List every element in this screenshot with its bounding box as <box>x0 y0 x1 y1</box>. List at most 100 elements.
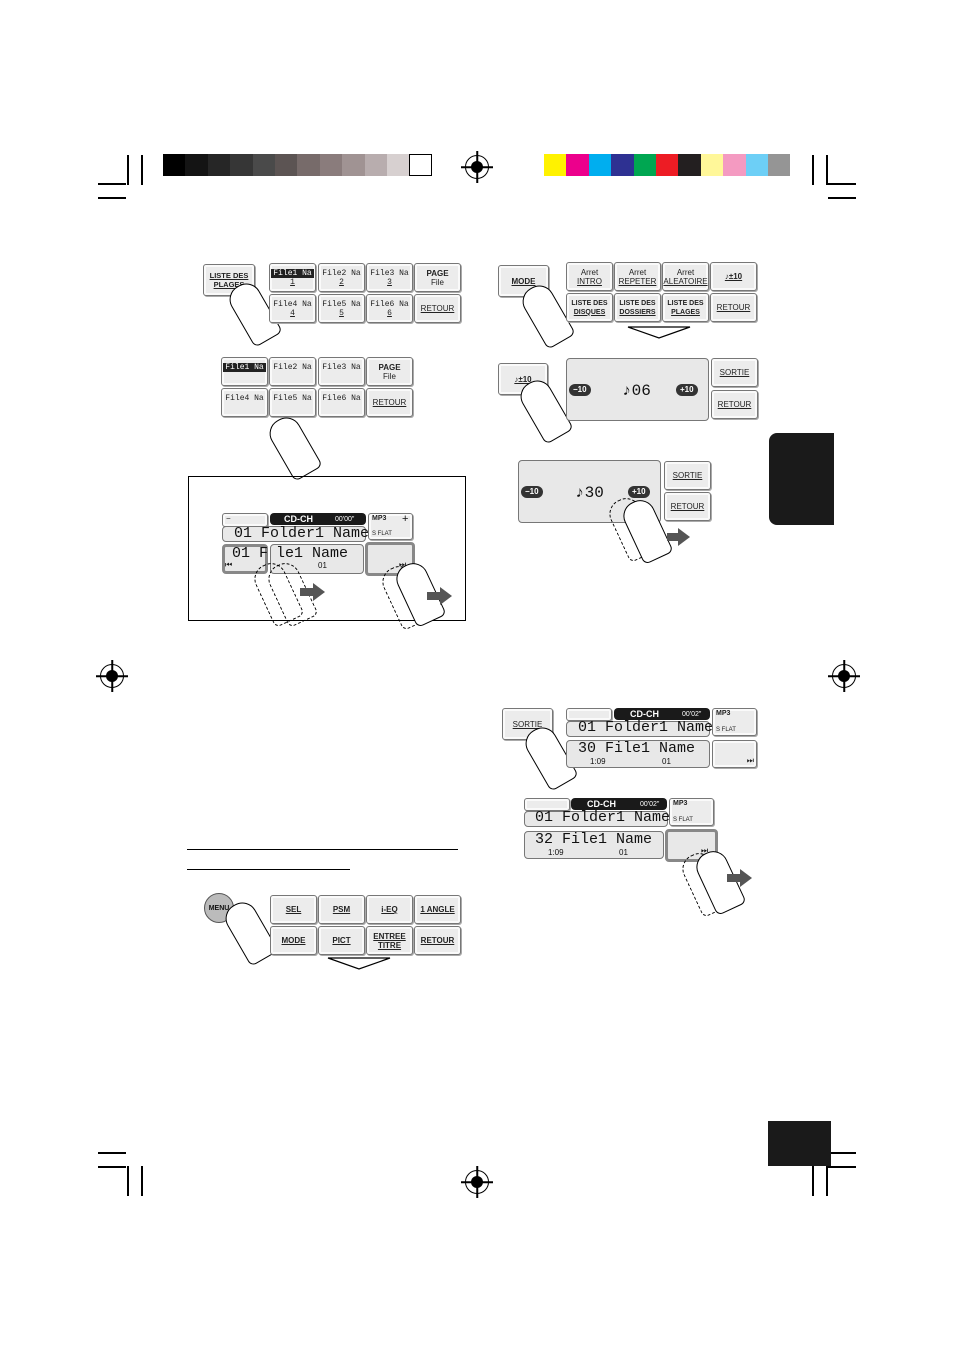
track-line <box>339 372 344 381</box>
file-button-4[interactable]: File4 Na <box>221 388 268 417</box>
retour-button[interactable]: RETOUR <box>366 388 413 417</box>
color-swatch <box>633 154 656 176</box>
psm-button[interactable]: PSM <box>318 895 365 924</box>
counter: 01 <box>619 848 628 857</box>
arrow-right-icon <box>678 528 690 546</box>
folder-display <box>524 811 668 827</box>
next-track-button[interactable]: ⏭ <box>712 740 757 768</box>
arrow-right-icon <box>740 869 752 887</box>
gray-swatch <box>319 154 343 176</box>
minus10-button[interactable]: −10 <box>521 486 543 498</box>
arrow-right-icon <box>667 533 679 541</box>
file-button-6[interactable]: File6 Na 6 <box>366 294 413 323</box>
elapsed-time: 00'00" <box>335 516 355 523</box>
folder-name: 01 Folder1 Name <box>234 525 370 542</box>
arrow-right-icon <box>727 874 741 882</box>
mode-button[interactable]: MODE <box>270 926 317 955</box>
next-track-icon: ⏭ <box>399 560 407 569</box>
entree-titre-button[interactable]: ENTREE TITRE <box>366 926 413 955</box>
skip-value: ♪30 <box>575 484 604 502</box>
file-button-1[interactable]: File1 Na 1 <box>269 263 316 292</box>
language-side-tab <box>769 433 834 525</box>
plus10-button[interactable]: +10 <box>676 384 698 396</box>
color-swatch <box>566 154 589 176</box>
registration-mark-icon <box>100 664 124 688</box>
file-button-3[interactable]: File3 Na <box>318 357 365 386</box>
gray-swatch <box>185 154 208 176</box>
file-button-2[interactable]: File2 Na 2 <box>318 263 365 292</box>
file-prefix: 01 F <box>232 545 269 562</box>
pict-button[interactable]: PICT <box>318 926 365 955</box>
page-file-button[interactable]: PAGE File <box>414 263 461 292</box>
track-time: 1:09 <box>548 848 564 857</box>
gray-swatch <box>252 154 275 176</box>
cdch-label: CD-CH <box>587 799 616 809</box>
gray-swatch <box>409 154 432 176</box>
folder-display <box>566 721 710 737</box>
track-line <box>290 403 295 412</box>
retour-button[interactable]: RETOUR <box>414 294 461 323</box>
registration-mark-icon <box>832 664 856 688</box>
file-button-3[interactable]: File3 Na 3 <box>366 263 413 292</box>
retour-button[interactable]: RETOUR <box>711 390 758 419</box>
sel-button[interactable]: SEL <box>270 895 317 924</box>
color-swatch <box>611 154 634 176</box>
next-track-icon: ⏭ <box>746 756 754 765</box>
file-button-6[interactable]: File6 Na <box>318 388 365 417</box>
sortie-button[interactable]: SORTIE <box>711 358 758 387</box>
down-arrow-outline-icon <box>327 957 391 970</box>
angle-button[interactable]: 1 ANGLE <box>414 895 461 924</box>
color-swatch <box>745 154 768 176</box>
sortie-button[interactable]: SORTIE <box>664 461 711 490</box>
retour-button[interactable]: RETOUR <box>414 926 461 955</box>
file-button-5[interactable]: File5 Na 5 <box>318 294 365 323</box>
mp3-button[interactable]: MP3 S FLAT <box>712 708 757 736</box>
cdch-header <box>614 708 710 720</box>
mp3-button[interactable]: MP3 S FLAT <box>368 513 413 540</box>
file-button-4[interactable]: File4 Na 4 <box>269 294 316 323</box>
registration-mark-icon <box>465 1170 489 1194</box>
gray-swatch <box>230 154 253 176</box>
color-swatch <box>656 154 679 176</box>
gray-swatch <box>163 154 186 176</box>
track-line <box>242 372 247 381</box>
file-name: 30 File1 Name <box>578 740 696 757</box>
file-name: 32 File1 Name <box>535 831 653 848</box>
next-track-icon: ⏭ <box>701 846 709 855</box>
gray-swatch <box>275 154 298 176</box>
minus-button[interactable] <box>566 708 612 721</box>
elapsed-time: 00'02" <box>682 711 702 718</box>
section-divider <box>187 869 350 870</box>
folder-name: 01 Folder1 Name <box>578 719 714 736</box>
retour-button[interactable]: RETOUR <box>664 492 711 521</box>
gray-swatch <box>342 154 365 176</box>
skip10-button[interactable]: ♪±10 <box>710 262 757 291</box>
file-display <box>524 831 664 859</box>
color-swatch <box>723 154 746 176</box>
elapsed-time: 00'02" <box>640 801 660 808</box>
minus10-button[interactable]: −10 <box>569 384 591 396</box>
color-swatch <box>588 154 612 176</box>
plus10-button[interactable]: +10 <box>628 486 650 498</box>
file-button-1[interactable]: File1 Na <box>221 357 268 386</box>
prev-track-area[interactable] <box>222 544 268 574</box>
skip-value: ♪06 <box>622 382 651 400</box>
page-file-button[interactable]: PAGE File <box>366 357 413 386</box>
file-button-2[interactable]: File2 Na <box>269 357 316 386</box>
color-swatch <box>768 154 791 176</box>
ieq-button[interactable]: i-EQ <box>366 895 413 924</box>
arrow-right-icon <box>300 588 314 596</box>
section-divider <box>187 849 458 850</box>
mp3-button[interactable]: MP3 S FLAT <box>669 798 714 826</box>
file-button-5[interactable]: File5 Na <box>269 388 316 417</box>
retour-button[interactable]: RETOUR <box>710 293 757 322</box>
minus-button[interactable] <box>524 798 570 811</box>
page-number-box <box>768 1121 831 1166</box>
counter: 01 <box>662 757 671 766</box>
